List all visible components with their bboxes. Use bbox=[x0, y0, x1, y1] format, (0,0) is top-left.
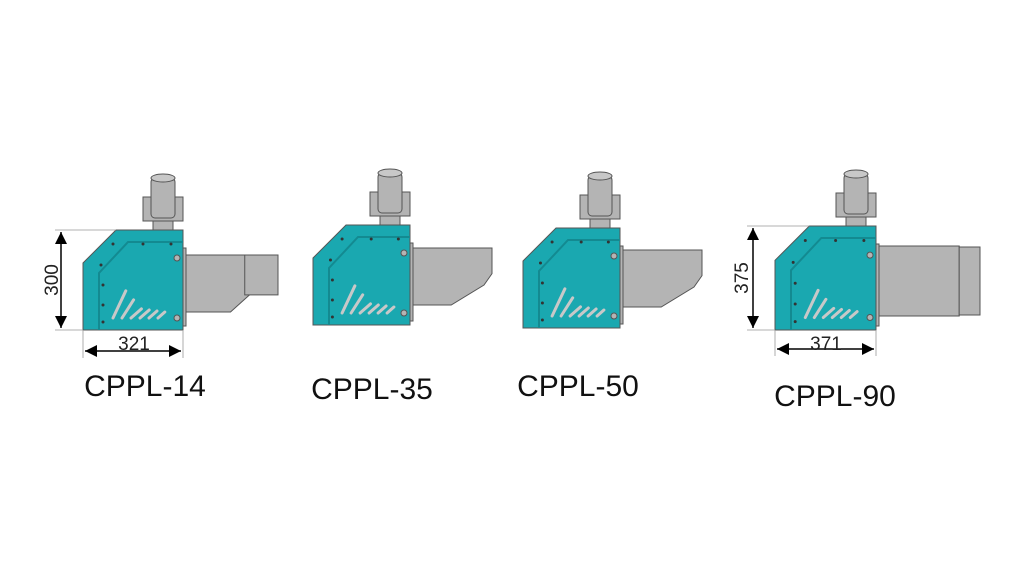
motor-cap bbox=[377, 168, 403, 178]
vent-slot bbox=[385, 305, 396, 315]
burner-tube bbox=[182, 254, 250, 313]
model-label-cppl-14: CPPL-14 bbox=[84, 370, 206, 403]
vent-slot bbox=[111, 289, 128, 320]
vent-slot bbox=[349, 293, 365, 315]
bolt-icon bbox=[330, 298, 334, 302]
housing-panel-edge bbox=[790, 237, 876, 330]
burner-tube bbox=[611, 249, 703, 308]
vent-slot bbox=[138, 308, 151, 320]
hinge-icon bbox=[400, 309, 408, 317]
bolt-icon bbox=[101, 283, 105, 287]
bolt-icon bbox=[579, 240, 583, 244]
bolt-icon bbox=[141, 242, 145, 246]
bolt-icon bbox=[328, 258, 332, 262]
bolt-icon bbox=[369, 237, 373, 241]
vent-slot bbox=[803, 288, 820, 320]
vent-slot bbox=[550, 287, 567, 318]
bolt-icon bbox=[793, 281, 797, 285]
burner-cppl-14 bbox=[55, 173, 279, 358]
bolt-icon bbox=[101, 320, 105, 324]
model-label-cppl-35: CPPL-35 bbox=[311, 373, 433, 406]
vent-slot bbox=[830, 307, 843, 320]
motor-body bbox=[150, 177, 176, 219]
bolt-icon bbox=[793, 302, 797, 306]
bolt-icon bbox=[606, 240, 610, 244]
bolt-icon bbox=[793, 320, 797, 324]
vent-slot bbox=[376, 304, 388, 315]
bolt-icon bbox=[169, 242, 173, 246]
burner-tube-end bbox=[958, 246, 981, 316]
bolt-icon bbox=[111, 242, 115, 246]
vent-slot bbox=[367, 303, 380, 315]
hinge-icon bbox=[866, 314, 874, 322]
bolt-icon bbox=[550, 240, 554, 244]
bolt-icon bbox=[330, 315, 334, 319]
vent-slot bbox=[812, 297, 828, 320]
bolt-icon bbox=[791, 260, 795, 264]
burner-cppl-90 bbox=[747, 169, 981, 356]
hinge-icon bbox=[610, 312, 618, 320]
vent-slot bbox=[586, 307, 598, 318]
vent-slot bbox=[147, 309, 159, 320]
vent-slot bbox=[120, 298, 136, 320]
vent-slot bbox=[559, 296, 575, 318]
hinge-icon bbox=[866, 251, 874, 259]
height-dimension-cppl-14: 300 bbox=[42, 264, 63, 296]
model-label-cppl-90: CPPL-90 bbox=[774, 380, 896, 413]
hinge-icon bbox=[610, 252, 618, 260]
width-dimension-cppl-90: 371 bbox=[810, 334, 842, 355]
hinge-icon bbox=[173, 254, 181, 262]
height-dimension-cppl-90: 375 bbox=[732, 262, 753, 294]
hinge-icon bbox=[173, 314, 181, 322]
bolt-icon bbox=[538, 261, 542, 265]
bolt-icon bbox=[803, 239, 807, 243]
model-label-cppl-50: CPPL-50 bbox=[517, 370, 639, 403]
motor-body bbox=[377, 172, 403, 214]
burner-cppl-35 bbox=[312, 168, 493, 326]
burner-tube bbox=[875, 245, 960, 317]
bolt-icon bbox=[834, 239, 838, 243]
vent-slot bbox=[340, 284, 357, 315]
bolt-icon bbox=[862, 239, 866, 243]
bolt-icon bbox=[540, 301, 544, 305]
vent-slot bbox=[848, 310, 859, 320]
motor-cap bbox=[587, 171, 613, 181]
bolt-icon bbox=[330, 278, 334, 282]
vent-slot bbox=[839, 309, 851, 320]
bolt-icon bbox=[540, 318, 544, 322]
burner-housing bbox=[774, 225, 877, 331]
housing-panel-edge bbox=[328, 236, 410, 325]
motor-body bbox=[843, 173, 869, 215]
motor-cap bbox=[843, 169, 869, 179]
vent-slot bbox=[821, 306, 836, 320]
burner-cppl-50 bbox=[522, 171, 703, 329]
vent-slot bbox=[358, 302, 372, 315]
vent-slot bbox=[129, 307, 143, 320]
motor-cap bbox=[150, 173, 176, 183]
burner-tube-end bbox=[244, 254, 279, 296]
width-dimension-cppl-14: 321 bbox=[118, 334, 150, 355]
vent-slot bbox=[595, 308, 606, 318]
housing-panel-edge bbox=[538, 239, 620, 328]
vent-slot bbox=[156, 310, 167, 320]
bolt-icon bbox=[101, 303, 105, 307]
bolt-icon bbox=[99, 263, 103, 267]
hinge-icon bbox=[400, 249, 408, 257]
bolt-icon bbox=[396, 237, 400, 241]
vent-slot bbox=[568, 305, 582, 318]
burner-housing bbox=[312, 224, 411, 326]
housing-panel-edge bbox=[98, 241, 183, 330]
vent-slot bbox=[577, 306, 590, 318]
burner-housing bbox=[82, 229, 184, 331]
burner-tube bbox=[401, 247, 493, 306]
bolt-icon bbox=[540, 281, 544, 285]
bolt-icon bbox=[340, 237, 344, 241]
burner-housing bbox=[522, 227, 621, 329]
motor-body bbox=[587, 175, 613, 217]
